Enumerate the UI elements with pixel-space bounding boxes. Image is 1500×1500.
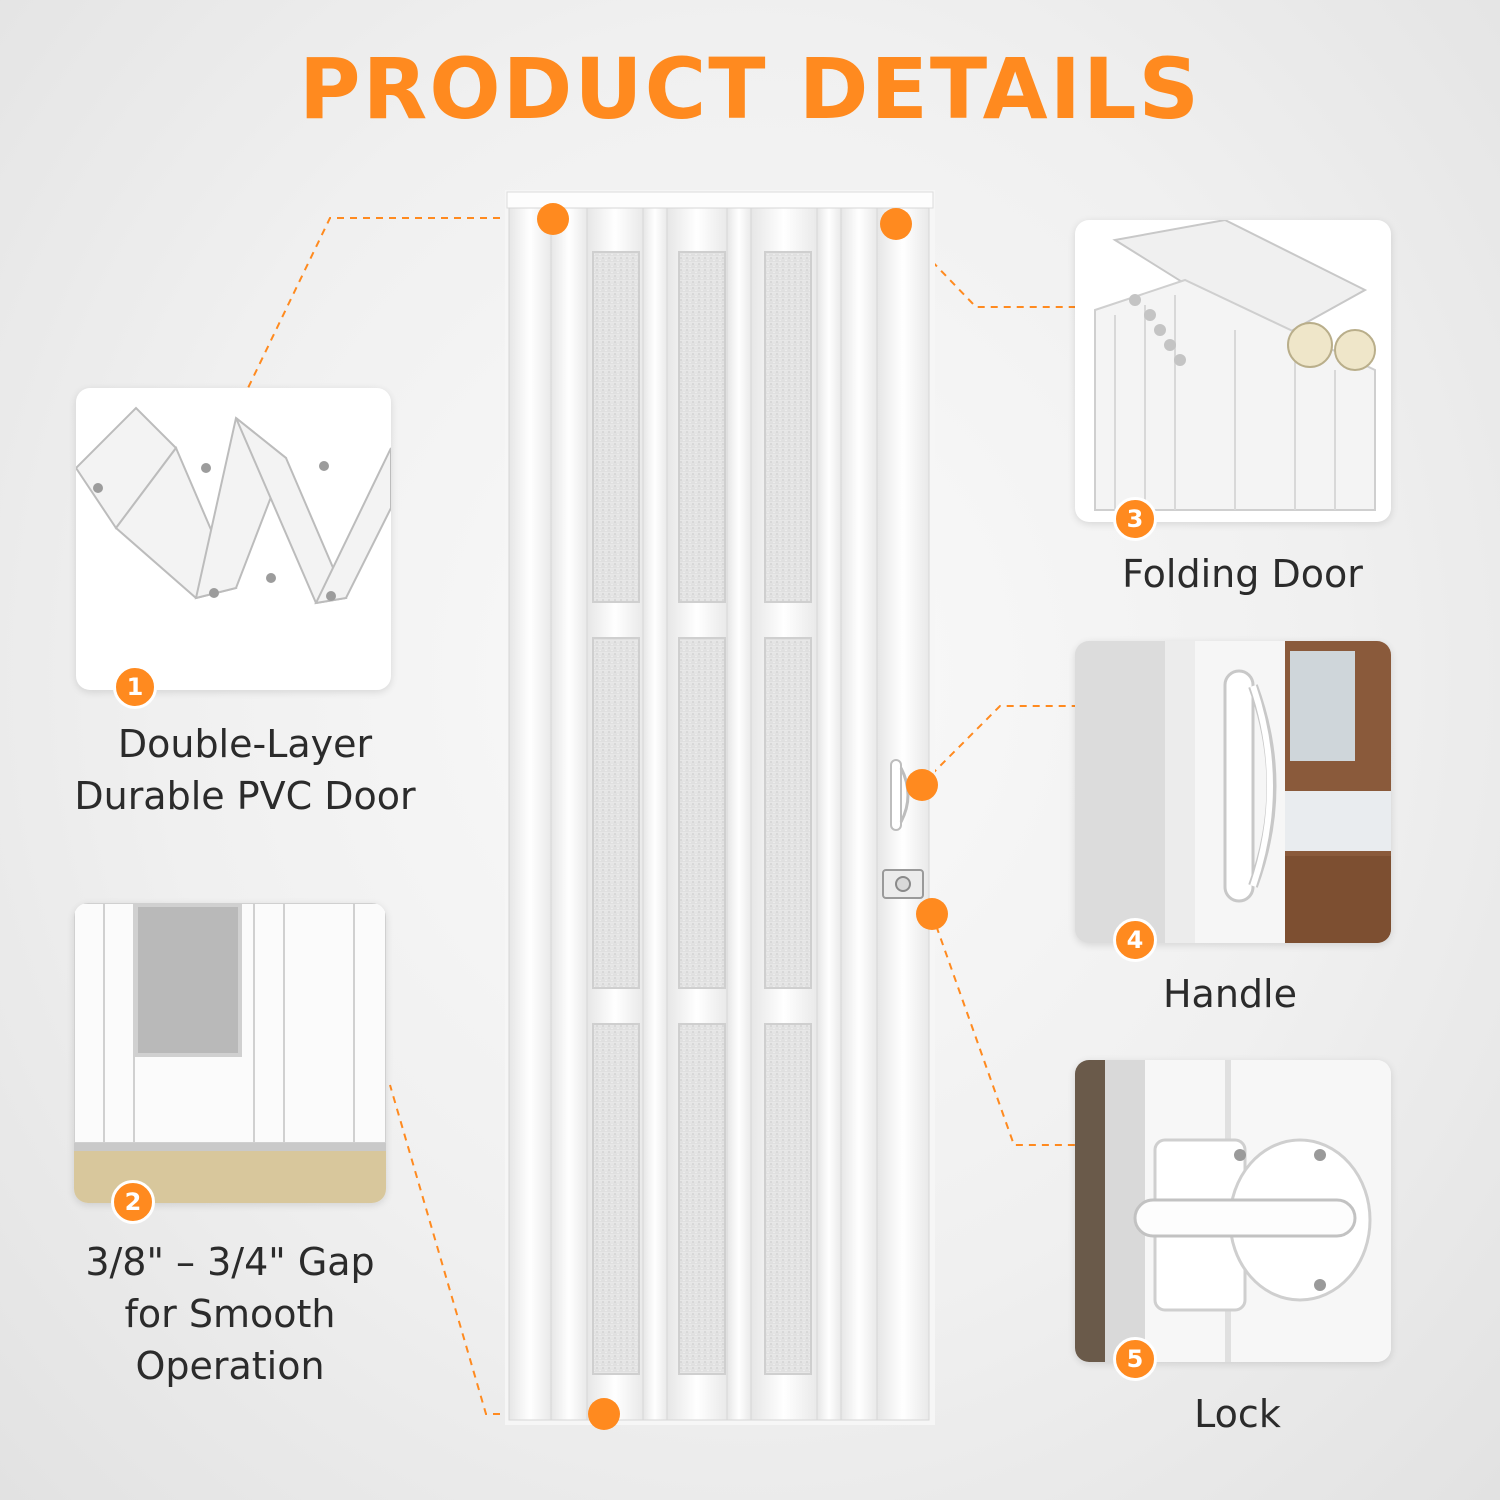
- page-title: PRODUCT DETAILS: [299, 40, 1201, 138]
- feature-caption-4: Handle: [1162, 972, 1297, 1016]
- detail-image-floor-gap: [74, 903, 386, 1203]
- connector-1: [247, 217, 552, 389]
- callout-dot-2: [588, 1398, 620, 1430]
- callout-dot-5: [916, 898, 948, 930]
- folding-door-illustration: [505, 190, 935, 1425]
- callout-dot-3: [880, 208, 912, 240]
- feature-caption-5: Lock: [1194, 1392, 1281, 1436]
- connector-4: [921, 705, 1075, 785]
- detail-image-handle: [1075, 641, 1391, 943]
- feature-badge-3: 3: [1113, 497, 1157, 541]
- detail-image-lock: [1075, 1060, 1391, 1362]
- feature-caption-2: 3/8" – 3/4" Gap for Smooth Operation: [85, 1240, 375, 1388]
- feature-badge-2: 2: [111, 1180, 155, 1224]
- feature-caption-3: Folding Door: [1122, 552, 1363, 596]
- feature-badge-5: 5: [1113, 1337, 1157, 1381]
- feature-badge-4: 4: [1113, 918, 1157, 962]
- detail-image-folding-door-track: [1075, 220, 1391, 522]
- detail-image-double-layer: [76, 388, 391, 690]
- feature-badge-1: 1: [113, 665, 157, 709]
- connector-5: [931, 913, 1075, 1146]
- callout-dot-1: [537, 203, 569, 235]
- feature-caption-1: Double-Layer Durable PVC Door: [74, 722, 416, 818]
- callout-dot-4: [906, 769, 938, 801]
